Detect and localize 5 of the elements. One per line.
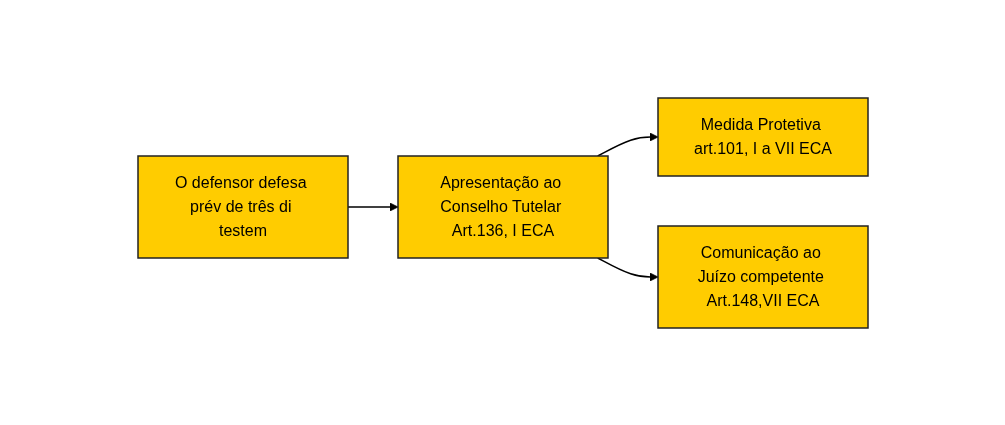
- node-box: O defensor defesa prév de três di testem: [136, 154, 349, 259]
- node-box: Comunicação ao Juízo competente Art.148,VII ECA: [656, 224, 869, 329]
- node-box: Apresentação ao Conselho Tutelar Art.136, I ECA: [396, 154, 609, 259]
- node-box: Medida Protetiva art.101, I a VII ECA: [656, 96, 869, 177]
- arrow: [596, 256, 658, 281]
